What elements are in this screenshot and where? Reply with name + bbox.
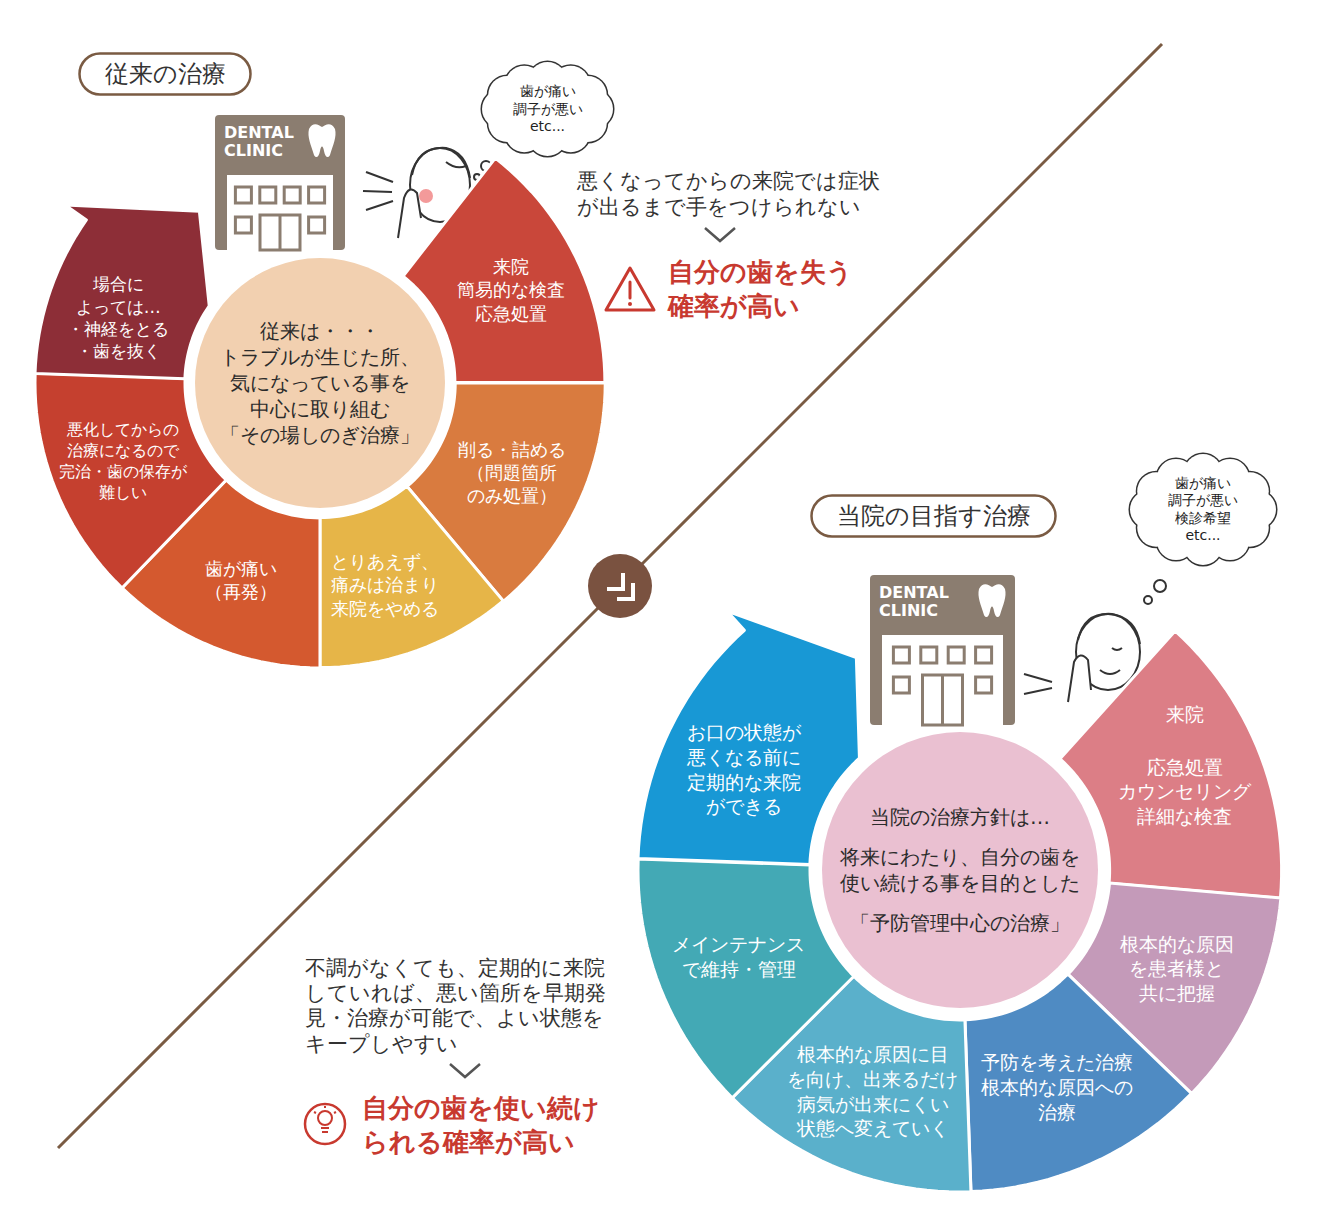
center-text: 従来は・・・ トラブルが生じた所、 気になっている事を 中心に取り組む xyxy=(219,318,422,422)
segment-text: 削る・詰める （問題箇所 のみ処置） xyxy=(457,438,568,508)
segment-text-group: 根本的な原因に目 を向け、出来るだけ 病気が出来にくい 状態へ変えていく xyxy=(786,1042,960,1141)
segment-text: 予防を考えた治療 根本的な原因への 治療 xyxy=(979,1050,1134,1124)
segment-text-group: 予防を考えた治療 根本的な原因への 治療 xyxy=(979,1050,1134,1124)
center-circle: 従来は・・・ トラブルが生じた所、 気になっている事を 中心に取り組む「その場し… xyxy=(195,258,445,508)
cycle-segment: 予防を考えた治療 根本的な原因への 治療 xyxy=(962,971,1194,1195)
label-text: 自分の歯を失う 確率が高い xyxy=(668,256,856,324)
bulb-icon xyxy=(305,1104,345,1144)
segment-text: 来院 簡易的な検査 応急処置 xyxy=(455,255,566,325)
heading-text: 当院の目指す治療 xyxy=(835,503,1032,529)
segment-text-group: 歯が痛い （再発） xyxy=(203,556,278,603)
clinic-building: DENTAL CLINIC xyxy=(870,575,1015,725)
circle-shape xyxy=(822,732,1098,1008)
center-text: 当院の治療方針は… xyxy=(869,804,1052,830)
bubble-text: 歯が痛い 調子が悪い 検診希望 etc... xyxy=(1167,475,1240,545)
label-text: 自分の歯を使い続け られる確率が高い xyxy=(362,1092,603,1160)
down-chevron xyxy=(705,228,735,241)
note-label: 不調がなくても、定期的に来院 していれば、悪い箇所を早期発 見・治療が可能で、よ… xyxy=(305,956,609,1057)
segment-text-group: 悪化してからの 治療になるので 完治・歯の保存が 難しい xyxy=(58,421,189,504)
clinic-building: DENTAL CLINIC xyxy=(215,115,345,250)
cycle-segment: 悪化してからの 治療になるので 完治・歯の保存が 難しい xyxy=(32,370,229,591)
thought-bubble: 歯が痛い 調子が悪い 検診希望 etc... xyxy=(1128,452,1278,567)
segment-text-group: メインテナンス で維持・管理 xyxy=(671,933,807,982)
center-text: 「その場しのぎ治療」 xyxy=(219,422,422,448)
result-label: 自分の歯を使い続け られる確率が高い xyxy=(362,1092,603,1160)
segment-text-group: とりあえず、 痛みは治まり 来院をやめる xyxy=(330,550,441,620)
segment-text-group: 削る・詰める （問題箇所 のみ処置） xyxy=(457,438,568,508)
segment-text: 根本的な原因 を患者様と 共に把握 xyxy=(1118,932,1235,1006)
down-chevron xyxy=(450,1064,480,1077)
segment-text-group: お口の状態が 悪くなる前に 定期的な来院 ができる xyxy=(686,720,803,819)
note-label: 悪くなってからの来院では症状 が出るまで手をつけられない xyxy=(577,168,883,221)
result-label: 自分の歯を失う 確率が高い xyxy=(668,256,856,324)
building-sign: DENTAL CLINIC xyxy=(224,124,297,159)
cycle-segment: 来院 簡易的な検査 応急処置 xyxy=(400,155,608,386)
segment-text-group: 来院 簡易的な検査 応急処置 xyxy=(455,255,566,325)
heading-pill: 当院の目指す治療 xyxy=(810,494,1057,538)
segment-text-group: 根本的な原因 を患者様と 共に把握 xyxy=(1118,932,1235,1006)
transition-badge xyxy=(588,554,652,618)
segment-text: とりあえず、 痛みは治まり 来院をやめる xyxy=(330,550,441,620)
center-text-group: 従来は・・・ トラブルが生じた所、 気になっている事を 中心に取り組む「その場し… xyxy=(219,318,422,448)
bubble-text-group: 歯が痛い 調子が悪い etc... xyxy=(511,83,584,136)
label-text: 不調がなくても、定期的に来院 していれば、悪い箇所を早期発 見・治療が可能で、よ… xyxy=(305,956,609,1057)
center-text: 将来にわたり、自分の歯を 使い続ける事を目的とした xyxy=(839,844,1082,896)
center-text: 「予防管理中心の治療」 xyxy=(849,910,1072,936)
segment-text: 歯が痛い （再発） xyxy=(203,556,278,603)
segment-text: 応急処置 カウンセリング 詳細な検査 xyxy=(1117,754,1253,828)
warning-icon xyxy=(606,268,654,310)
segment-text-group: 来院応急処置 カウンセリング 詳細な検査 xyxy=(1117,702,1253,829)
bubble-text-group: 歯が痛い 調子が悪い 検診希望 etc... xyxy=(1167,475,1240,545)
thought-bubble: 歯が痛い 調子が悪い etc... xyxy=(480,60,615,158)
center-circle: 当院の治療方針は… 将来にわたり、自分の歯を 使い続ける事を目的とした「予防管理中… xyxy=(822,732,1098,1008)
segment-text-group: 場合に よっては… ・神経をとる ・歯を抜く xyxy=(66,273,171,361)
center-text-group: 当院の治療方針は… 将来にわたり、自分の歯を 使い続ける事を目的とした「予防管理中… xyxy=(839,804,1082,936)
divider-line xyxy=(58,44,1162,1148)
cycle-segment: 場合に よっては… ・神経をとる ・歯を抜く xyxy=(32,202,212,382)
label-text: 悪くなってからの来院では症状 が出るまで手をつけられない xyxy=(577,168,883,221)
segment-text: お口の状態が 悪くなる前に 定期的な来院 ができる xyxy=(686,720,803,819)
heading-pill: 従来の治療 xyxy=(78,52,252,96)
cycle-segment: お口の状態が 悪くなる前に 定期的な来院 ができる xyxy=(635,608,862,867)
heading-text: 従来の治療 xyxy=(103,61,227,87)
clinic-sign-text: DENTAL CLINIC xyxy=(879,584,952,619)
cycle-segment: 来院応急処置 カウンセリング 詳細な検査 xyxy=(1057,628,1285,901)
segment-text: 場合に よっては… ・神経をとる ・歯を抜く xyxy=(66,273,171,361)
segment-text: メインテナンス で維持・管理 xyxy=(671,933,807,982)
segment-text: 来院 xyxy=(1164,702,1205,727)
clinic-sign-text: DENTAL CLINIC xyxy=(224,124,297,159)
segment-text: 悪化してからの 治療になるので 完治・歯の保存が 難しい xyxy=(58,421,189,504)
bubble-text: 歯が痛い 調子が悪い etc... xyxy=(511,83,584,136)
cycle-segment: とりあえず、 痛みは治まり 来院をやめる xyxy=(317,483,506,671)
segment-text: 根本的な原因に目 を向け、出来るだけ 病気が出来にくい 状態へ変えていく xyxy=(786,1042,960,1141)
building-sign: DENTAL CLINIC xyxy=(879,584,952,619)
